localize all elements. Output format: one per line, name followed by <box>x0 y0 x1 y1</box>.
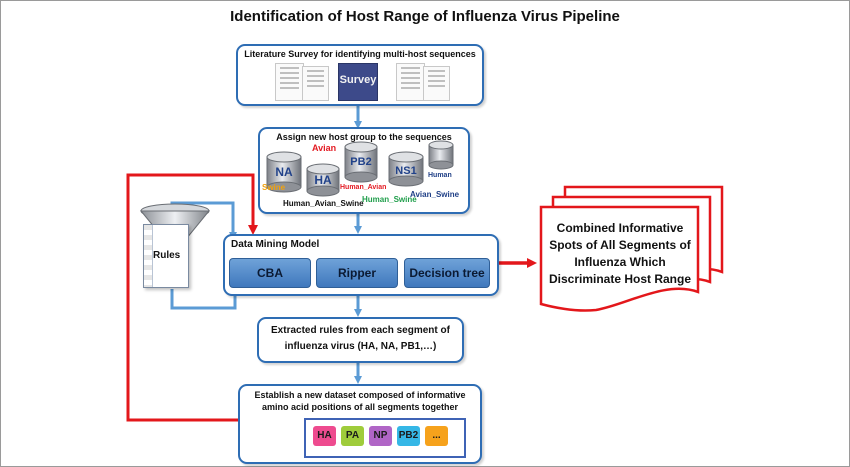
cylinder-ha: HA <box>306 163 340 197</box>
label-avian: Avian <box>312 143 337 153</box>
survey-step: Literature Survey for identifying multi-… <box>236 44 484 106</box>
survey-image-word: Survey <box>339 74 377 86</box>
segment-cylinders: NA HA PB2 NS1 <box>266 140 454 197</box>
cylinder-label: NS1 <box>395 165 416 177</box>
label-human: Human <box>428 172 452 179</box>
label-avian-swine: Avian_Swine <box>410 190 460 199</box>
label-human-swine: Human_Swine <box>362 195 417 204</box>
puzzle-piece-pa: PA <box>341 426 364 446</box>
paper-icon <box>275 63 304 101</box>
label-swine: Swine <box>262 183 286 192</box>
output-document-text: Combined Informative Spots of All Segmen… <box>548 221 692 286</box>
survey-image: Survey <box>338 63 378 101</box>
arrow-rules-bottom-feed <box>170 288 239 310</box>
survey-heading: Literature Survey for identifying multi-… <box>244 49 476 59</box>
rules-sheet-margin <box>144 225 153 287</box>
rules-sheet: Rules <box>143 224 189 288</box>
diagram-title: Identification of Host Range of Influenz… <box>230 8 620 25</box>
method-cba: CBA <box>229 258 311 288</box>
cylinder-label: HA <box>314 173 332 187</box>
cylinder-ns1: NS1 <box>388 151 424 187</box>
cylinder-label: PB2 <box>350 156 371 168</box>
mining-heading: Data Mining Model <box>231 239 320 250</box>
feedback-loop-arrow <box>126 173 258 422</box>
label-human-avian: Human_Avian <box>340 184 387 191</box>
paper-icon <box>302 66 329 101</box>
method-ripper: Ripper <box>316 258 398 288</box>
cylinder-na: NA <box>266 151 302 193</box>
puzzle-piece-np: NP <box>369 426 392 446</box>
output-document-stack <box>539 185 724 312</box>
assign-heading: Assign new host group to the sequences <box>276 132 452 142</box>
cylinder-small <box>428 140 454 170</box>
extracted-rules-step: Extracted rules from each segment of inf… <box>257 317 464 363</box>
label-human-avian-swine: Human_Avian_Swine <box>283 199 364 208</box>
paper-icon <box>396 63 425 101</box>
rules-label: Rules <box>153 250 181 261</box>
paper-icon <box>423 66 450 101</box>
puzzle-piece-more: ... <box>425 426 448 446</box>
cylinder-label: NA <box>275 165 293 179</box>
puzzle-piece-ha: HA <box>313 426 336 446</box>
dataset-heading: Establish a new dataset composed of info… <box>254 390 466 412</box>
puzzle-piece-pb2: PB2 <box>397 426 420 446</box>
method-decision-tree: Decision tree <box>404 258 490 288</box>
extracted-text: Extracted rules from each segment of inf… <box>271 325 450 352</box>
cylinder-pb2: PB2 <box>344 141 378 183</box>
